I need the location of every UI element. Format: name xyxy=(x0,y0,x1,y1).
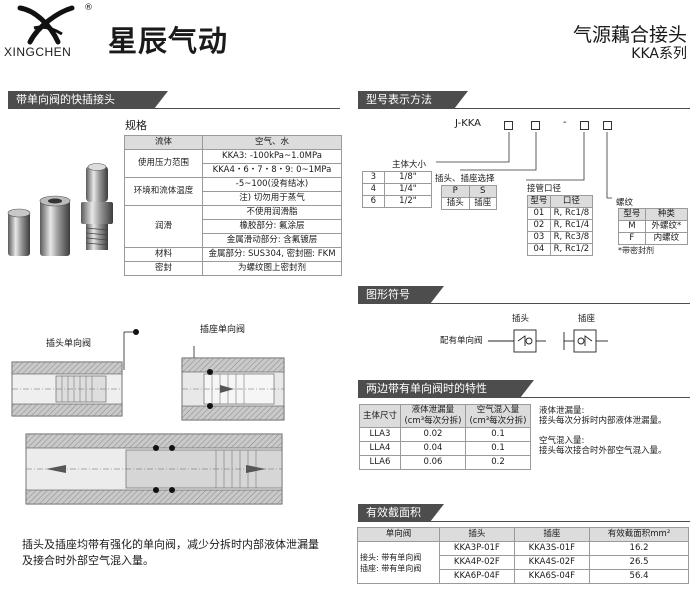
model-thread-label: 螺纹 xyxy=(616,198,634,208)
spec-label: 材料 xyxy=(124,247,203,262)
brand-name-cn: 星辰气动 xyxy=(108,24,229,58)
char-note1-text: 接头每次分拆时内部液体泄漏量。 xyxy=(539,416,667,426)
spec-value: KKA4・6・7・8・9: 0~1MPa xyxy=(202,163,342,178)
spec-table: 流体 空气、水 使用压力范围 KKA3: -100kPa~1.0MPa KKA4… xyxy=(124,135,342,276)
label-plug-check: 插头单向阀 xyxy=(46,339,92,349)
brand-logo-icon xyxy=(17,5,75,45)
model-box-thread xyxy=(603,121,612,130)
page-title: 气源藕合接头 xyxy=(572,24,687,46)
symbol-with-check-label: 配有单向阀 xyxy=(440,336,483,346)
spec-label: 环境和流体温度 xyxy=(124,177,203,206)
spec-value: KKA3: -100kPa~1.0MPa xyxy=(202,149,342,164)
spec-value: -5~100(没有结冰) xyxy=(202,177,342,192)
char-note1-title: 液体泄漏量: xyxy=(539,406,585,416)
cross-section-drawing xyxy=(11,329,285,505)
area-left-label: 接头: 带有单向阀 插座: 带有单向阀 xyxy=(357,541,440,584)
section-characteristics: 两边带有单向阀时的特性 xyxy=(358,380,534,398)
effective-area-table: 单向阀 插头 插座 有效截面积mm² 接头: 带有单向阀 插座: 带有单向阀 K… xyxy=(357,527,689,584)
model-size-label: 主体大小 xyxy=(392,160,427,170)
section-line xyxy=(8,108,340,109)
spec-value: 金属滑动部分: 含氟镀层 xyxy=(202,233,342,248)
spec-label: 使用压力范围 xyxy=(124,149,203,178)
pneumatic-symbol xyxy=(488,329,608,353)
model-prefix: J-KKA xyxy=(455,118,481,129)
char-header: 液体泄漏量 (cm³每次分拆) xyxy=(399,404,466,428)
label-socket-check: 插座单向阀 xyxy=(200,325,246,335)
brand-registered: ® xyxy=(84,3,93,13)
symbol-plug-label: 插头 xyxy=(512,314,530,324)
spec-value: 金属部分: SUS304, 密封圈: FKM xyxy=(202,247,342,262)
model-plug-label: 插头、插座选择 xyxy=(435,174,495,184)
spec-label: 润滑 xyxy=(124,205,203,248)
spec-value: 不使用润滑脂 xyxy=(202,205,342,220)
section-line xyxy=(358,303,690,304)
model-port-label: 接管口径 xyxy=(527,184,562,194)
brand-name-en: XINGCHEN xyxy=(4,45,72,59)
char-header: 主体尺寸 xyxy=(359,404,401,428)
section-model-code: 型号表示方法 xyxy=(358,91,468,109)
section-symbol: 图形符号 xyxy=(358,286,444,304)
spec-title: 规格 xyxy=(125,119,147,132)
model-box-size xyxy=(504,121,513,130)
section-line xyxy=(358,521,690,522)
spec-header-fluid: 流体 xyxy=(124,135,203,150)
model-dash: - xyxy=(563,117,567,128)
spec-header-value: 空气、水 xyxy=(202,135,342,150)
product-photo xyxy=(7,163,113,256)
spec-value: 注) 切勿用于蒸气 xyxy=(202,191,342,206)
page-series: KKA系列 xyxy=(631,46,687,62)
model-box-type xyxy=(531,121,540,130)
char-header: 空气混入量 (cm³每次分拆) xyxy=(464,404,532,428)
drawing-caption: 插头及插座均带有强化的单向阀，减少分拆时内部液体泄漏量及接合时外部空气混入量。 xyxy=(22,538,319,567)
char-note2-title: 空气混入量: xyxy=(539,436,585,446)
characteristics-table: 主体尺寸 液体泄漏量 (cm³每次分拆) 空气混入量 (cm³每次分拆) LLA… xyxy=(359,404,532,470)
section-effective-area: 有效截面积 xyxy=(358,504,444,522)
symbol-socket-label: 插座 xyxy=(578,314,596,324)
model-thread-note: *带密封剂 xyxy=(618,246,654,255)
spec-value: 为螺纹图上密封剂 xyxy=(202,261,342,276)
section-line xyxy=(358,108,690,109)
model-leader-lines xyxy=(436,132,612,199)
model-box-port xyxy=(580,121,589,130)
spec-label: 密封 xyxy=(124,261,203,276)
section-quick-coupler: 带单向阀的快插接头 xyxy=(8,91,168,109)
section-line xyxy=(358,397,690,398)
char-note2-text: 接头每次接合时外部空气混入量。 xyxy=(539,446,667,456)
spec-value: 橡胶部分: 氟涂层 xyxy=(202,219,342,234)
